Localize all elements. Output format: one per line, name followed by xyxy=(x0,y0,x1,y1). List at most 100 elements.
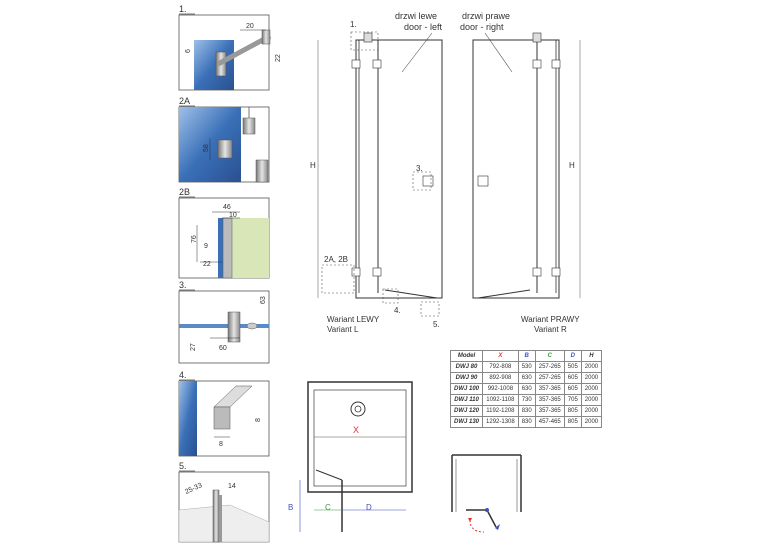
hinge-plate xyxy=(217,139,233,159)
hinge-bottom xyxy=(255,159,269,183)
cell: DWJ 80 xyxy=(449,361,484,373)
glass-panel xyxy=(194,40,234,90)
tray-outer xyxy=(307,381,413,493)
cell: 257-265 xyxy=(534,361,565,373)
cell: 605 xyxy=(563,383,582,395)
col-d: D xyxy=(563,350,582,362)
right-caption-en: door - right xyxy=(460,22,504,32)
detail-4-label: 4. xyxy=(179,370,187,380)
dim-2b-d: 9 xyxy=(204,243,208,250)
dim-3-c: 60 xyxy=(219,345,227,352)
model-dimension-table: Model X B C D H DWJ 80 792-808 530 257-2… xyxy=(449,350,603,428)
left-door-outline xyxy=(355,39,443,299)
glass-panel xyxy=(179,381,197,456)
cell: DWJ 100 xyxy=(449,383,484,395)
cell: 1292-1308 xyxy=(482,416,519,428)
cell: 630 xyxy=(517,372,536,384)
cell: 2000 xyxy=(580,361,603,373)
variant-left-pl: Wariant LEWY xyxy=(327,315,380,324)
table-row: DWJ 80 792-808 530 257-265 505 2000 xyxy=(449,361,603,373)
hinge xyxy=(532,267,542,277)
height-left: H xyxy=(310,161,316,170)
table-row: DWJ 110 1092-1108 730 357-365 705 2000 xyxy=(449,394,603,406)
callout-1: 1. xyxy=(350,20,357,29)
cell: DWJ 110 xyxy=(449,394,484,406)
handle xyxy=(477,175,489,187)
cell: 830 xyxy=(517,416,536,428)
tray-inner xyxy=(313,389,407,487)
col-c: C xyxy=(534,350,565,362)
cell: 357-365 xyxy=(534,383,565,395)
hinge xyxy=(372,267,382,277)
left-caption-en: door - left xyxy=(404,22,443,32)
callout-4-box xyxy=(382,288,399,304)
cell: 1092-1108 xyxy=(482,394,519,406)
detail-2b-label: 2B xyxy=(179,187,190,197)
detail-3-label: 3. xyxy=(179,280,187,290)
table-header-row: Model X B C D H xyxy=(449,350,603,362)
cell: 605 xyxy=(563,372,582,384)
x-label: X xyxy=(353,425,359,435)
cell: 257-265 xyxy=(534,372,565,384)
variant-right-pl: Wariant PRAWY xyxy=(521,315,580,324)
b-label: B xyxy=(288,503,293,512)
table-row: DWJ 100 992-1008 630 357-365 605 2000 xyxy=(449,383,603,395)
table-row: DWJ 120 1192-1208 830 357-365 805 2000 xyxy=(449,405,603,417)
col-model: Model xyxy=(449,350,484,362)
dim-3-a: 63 xyxy=(260,296,267,304)
cell: 2000 xyxy=(580,416,603,428)
cell: 457-465 xyxy=(534,416,565,428)
cell: 530 xyxy=(517,361,536,373)
cell: 357-365 xyxy=(534,405,565,417)
callout-5: 5. xyxy=(433,320,440,329)
variant-right-en: Variant R xyxy=(534,325,567,334)
hinge xyxy=(551,267,561,277)
col-h: H xyxy=(580,350,603,362)
callout-4: 4. xyxy=(394,306,401,315)
table-row: DWJ 90 892-908 630 257-265 605 2000 xyxy=(449,372,603,384)
left-caption-pl: drzwi lewe xyxy=(395,11,437,21)
dim-4-b: 8 xyxy=(255,418,262,422)
detail-2a: 2A 58 xyxy=(178,96,270,183)
glass-edge xyxy=(218,218,223,278)
cell: 830 xyxy=(517,405,536,417)
detail-1: 1. 20 6 22 xyxy=(178,4,282,91)
hinge xyxy=(351,267,361,277)
cell: 2000 xyxy=(580,394,603,406)
stabilizer-bar xyxy=(216,33,272,67)
profile xyxy=(222,217,233,279)
profile-front xyxy=(213,406,231,430)
callout-3-box xyxy=(412,171,432,191)
right-caption-pl: drzwi prawe xyxy=(462,11,510,21)
cell: 792-808 xyxy=(482,361,519,373)
hinge xyxy=(351,59,361,69)
cell: 992-1008 xyxy=(482,383,519,395)
cell: 2000 xyxy=(580,383,603,395)
detail-5: 5. 25-33 14 xyxy=(178,461,270,543)
hinge xyxy=(372,59,382,69)
handle-knob xyxy=(246,322,258,330)
wall xyxy=(232,218,269,278)
elevation-right: drzwi prawe door - right H Wariant PRAWY… xyxy=(460,11,581,334)
arrow-icon xyxy=(468,518,472,522)
glass-edge xyxy=(179,324,269,328)
cell: DWJ 120 xyxy=(449,405,484,417)
cell: 630 xyxy=(517,383,536,395)
height-right: H xyxy=(569,161,575,170)
dim-4-a: 8 xyxy=(219,441,223,448)
detail-2b: 2B 46 10 76 9 22 xyxy=(178,187,270,279)
door-swing-line xyxy=(315,469,343,481)
stabilizer-mount xyxy=(532,32,542,43)
pivot-icon xyxy=(485,508,489,512)
hinge xyxy=(532,59,542,69)
c-label: C xyxy=(325,503,331,512)
detail-1-label: 1. xyxy=(179,4,187,14)
detail-4: 4. 8 8 xyxy=(178,370,270,457)
cell: 1192-1208 xyxy=(482,405,519,417)
hinge-top xyxy=(242,117,256,135)
callout-5-box xyxy=(420,301,440,317)
cell: 2000 xyxy=(580,372,603,384)
dim-2b-e: 22 xyxy=(203,261,211,268)
seal xyxy=(212,489,220,543)
